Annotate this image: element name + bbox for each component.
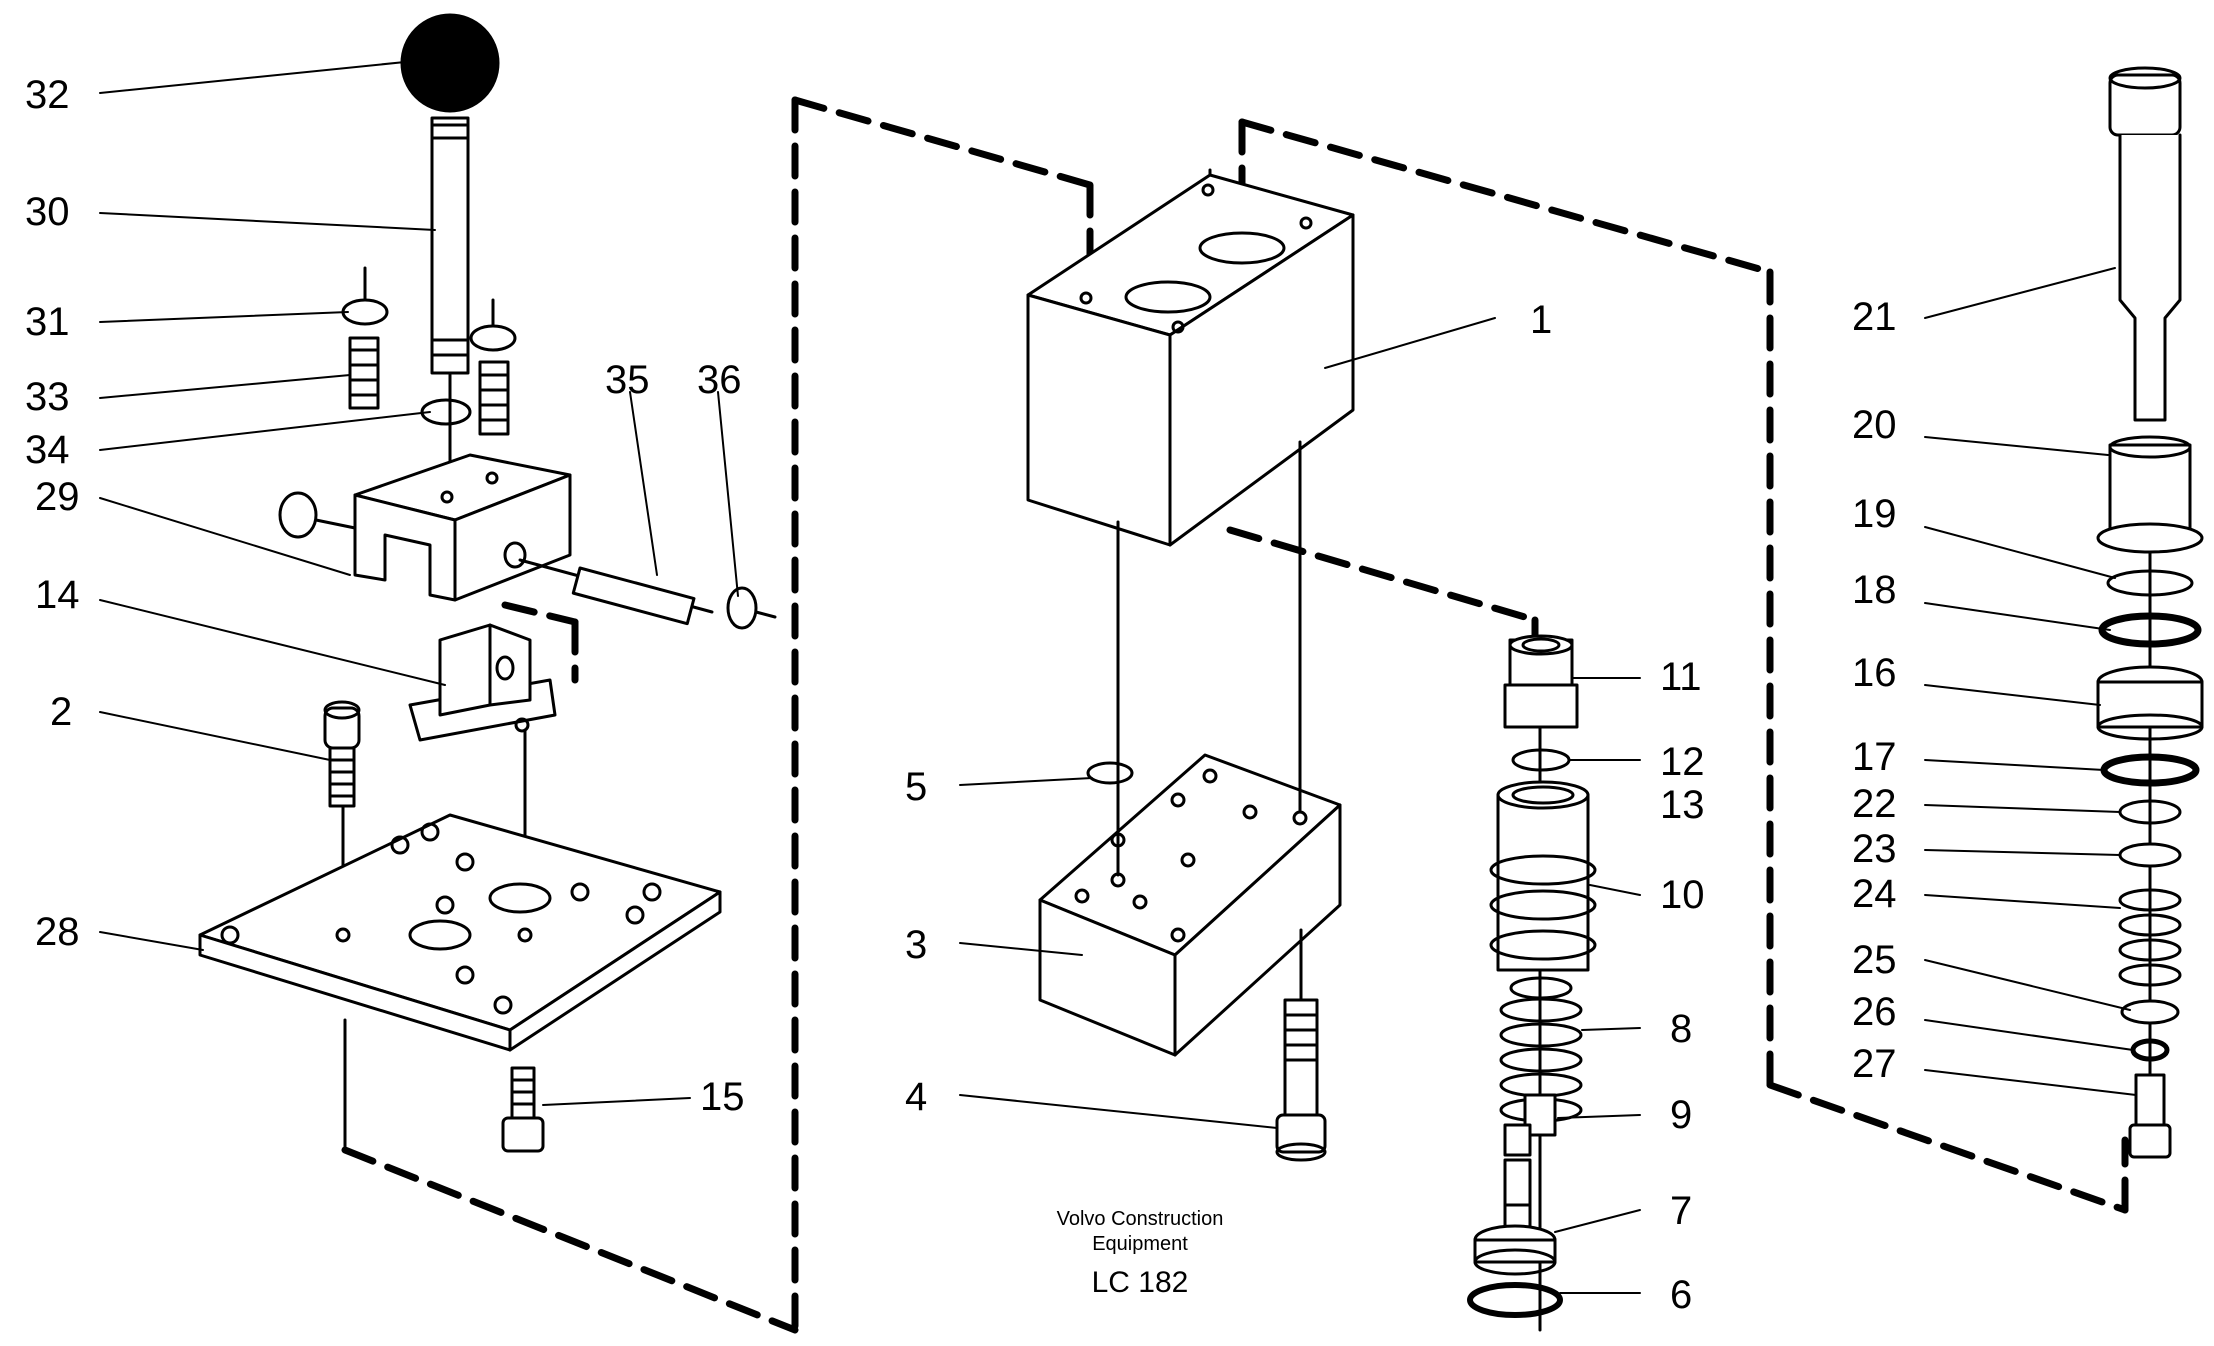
assembly-dashed-lines <box>341 96 2129 1334</box>
callout-35: 35 <box>605 358 650 402</box>
callout-29: 29 <box>35 475 80 519</box>
callout-32: 32 <box>25 73 70 117</box>
callout-10: 10 <box>1660 873 1705 917</box>
callout-28: 28 <box>35 910 80 954</box>
callout-labels: 32 30 31 33 34 29 14 2 28 35 36 15 1 5 3… <box>25 73 1897 1317</box>
callout-11: 11 <box>1660 655 1702 699</box>
caption-code: LC 182 <box>1092 1266 1189 1299</box>
callout-23: 23 <box>1852 827 1897 871</box>
spool-stack <box>1467 634 1597 1332</box>
callout-8: 8 <box>1670 1007 1692 1051</box>
callout-22: 22 <box>1852 782 1897 826</box>
callout-4: 4 <box>905 1075 927 1119</box>
callout-31: 31 <box>25 300 70 344</box>
callout-30: 30 <box>25 190 70 234</box>
callout-7: 7 <box>1670 1189 1692 1233</box>
valve-block-part-1 <box>1026 168 1355 547</box>
callout-24: 24 <box>1852 872 1897 916</box>
right-stack <box>2096 66 2204 1159</box>
callout-20: 20 <box>1852 403 1897 447</box>
callout-6: 6 <box>1670 1273 1692 1317</box>
callout-3: 3 <box>905 923 927 967</box>
callout-36: 36 <box>697 358 742 402</box>
callout-9: 9 <box>1670 1093 1692 1137</box>
callout-5: 5 <box>905 765 927 809</box>
callout-2: 2 <box>50 690 72 734</box>
callout-1: 1 <box>1530 298 1552 342</box>
callout-13: 13 <box>1660 783 1705 827</box>
callout-26: 26 <box>1852 990 1897 1034</box>
callout-33: 33 <box>25 375 70 419</box>
callout-12: 12 <box>1660 740 1705 784</box>
lower-block-part-3 <box>1038 440 1342 1162</box>
caption: Volvo Construction Equipment LC 182 <box>1057 1208 1224 1299</box>
callout-25: 25 <box>1852 938 1897 982</box>
lever-assembly <box>198 13 777 1153</box>
caption-brand-line2: Equipment <box>1092 1233 1188 1255</box>
callout-18: 18 <box>1852 568 1897 612</box>
callout-27: 27 <box>1852 1042 1897 1086</box>
callout-14: 14 <box>35 573 80 617</box>
callout-34: 34 <box>25 428 70 472</box>
callout-15: 15 <box>700 1075 745 1119</box>
caption-brand: Volvo Construction <box>1057 1208 1224 1230</box>
callout-19: 19 <box>1852 492 1897 536</box>
callout-16: 16 <box>1852 651 1897 695</box>
leader-lines <box>99 61 2137 1294</box>
callout-17: 17 <box>1852 735 1897 779</box>
callout-21: 21 <box>1852 295 1897 339</box>
